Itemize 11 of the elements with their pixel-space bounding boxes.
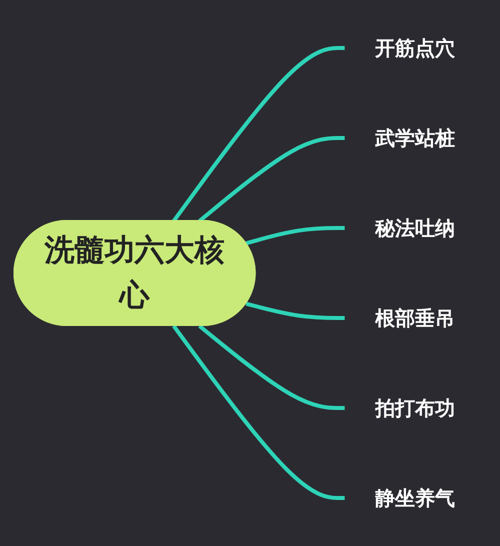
connector [172, 46, 346, 222]
connector [246, 226, 346, 246]
node-text: 根部垂吊 [376, 306, 456, 330]
node-text: 开筋点穴 [376, 36, 456, 60]
node-text: 武学站桩 [376, 126, 456, 150]
node-text: 秘法吐纳 [376, 216, 456, 240]
connector [246, 302, 346, 320]
node-text: 静坐养气 [376, 486, 456, 510]
connector [198, 324, 346, 410]
connector [172, 324, 346, 500]
connector [198, 136, 346, 223]
